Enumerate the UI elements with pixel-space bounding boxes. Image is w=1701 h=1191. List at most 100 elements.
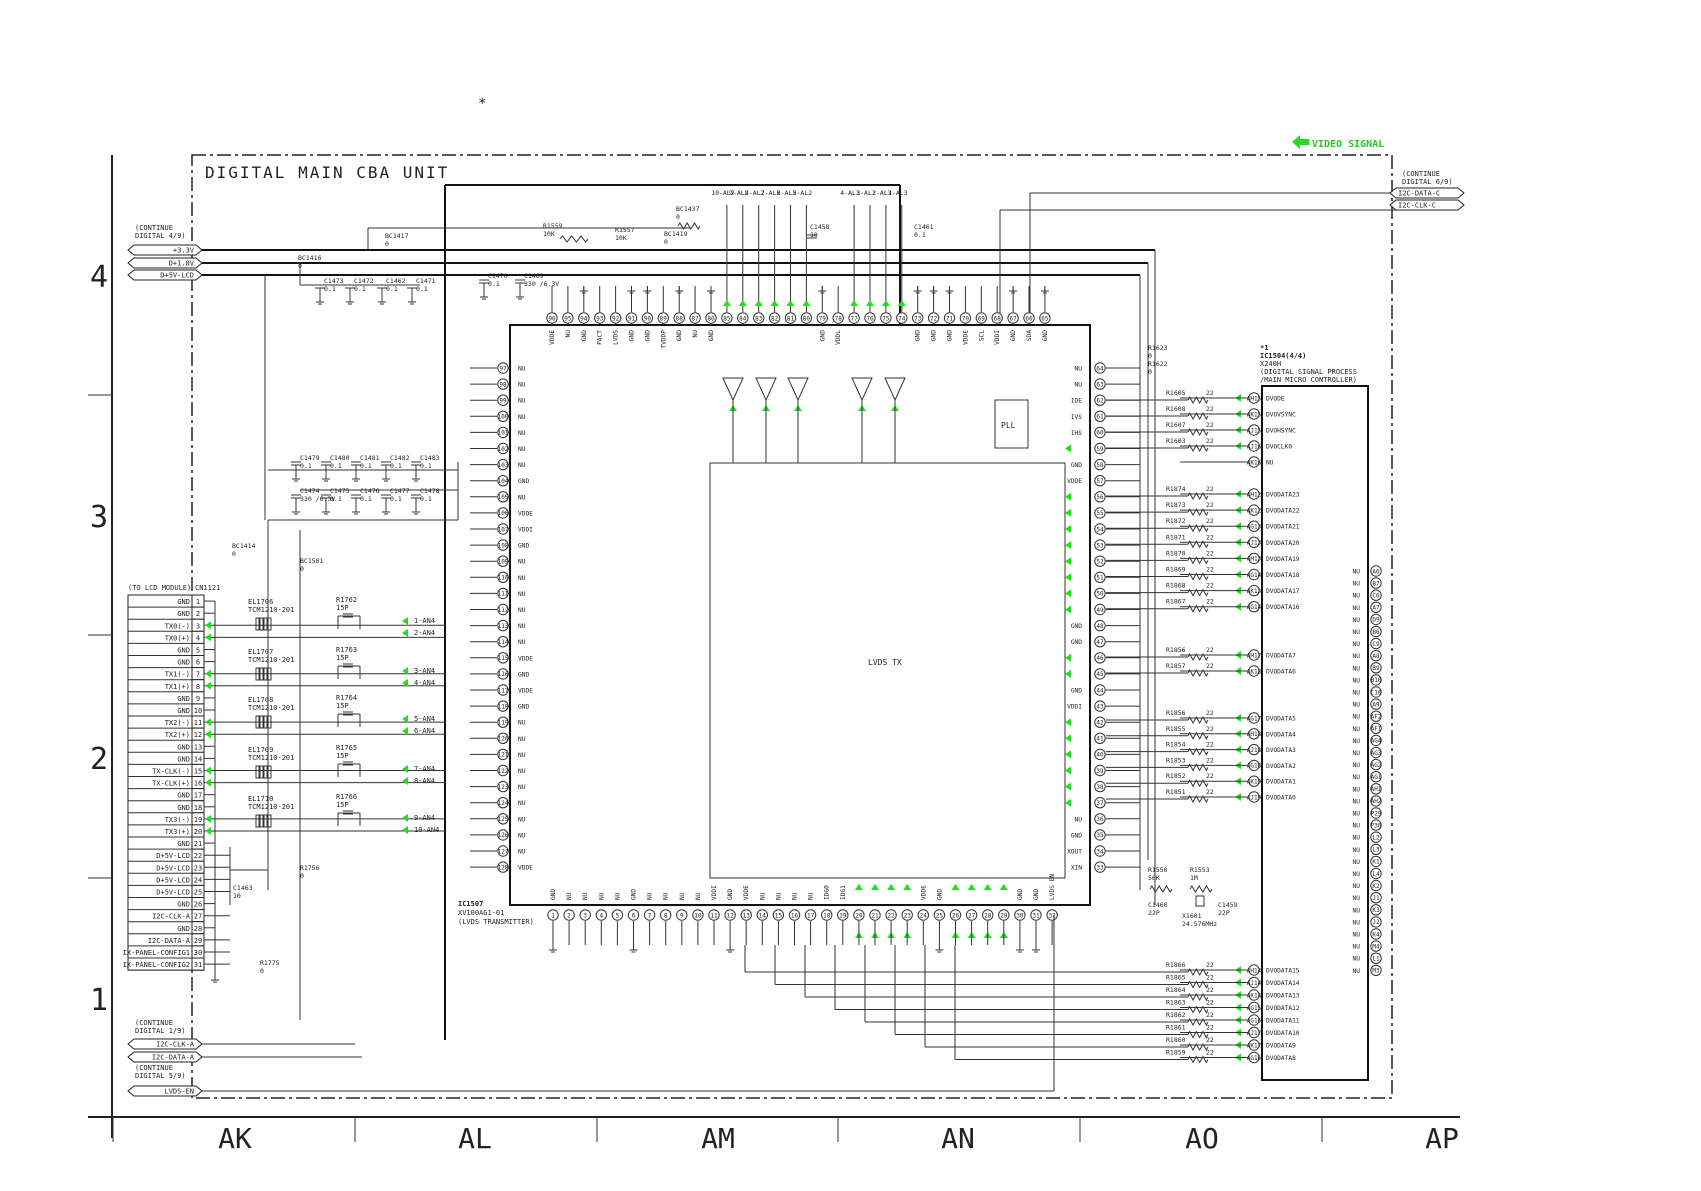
ic1507-pin-number-ring [497, 619, 509, 632]
ic1504-ball: AG1 [1371, 774, 1382, 781]
signal-arrow-icon [1065, 541, 1071, 550]
ic1504-ball-ring [1370, 710, 1382, 722]
ic1507-pin-number: 65 [1041, 315, 1049, 322]
choke-icon [267, 617, 272, 631]
ic1507-pin-number-ring [927, 312, 940, 324]
series-res-val: 22 [1206, 566, 1214, 574]
series-res-val: 22 [1206, 961, 1214, 969]
cn1121-pin-number: 18 [194, 804, 202, 812]
ic1504-pin-name: NU [1353, 932, 1361, 939]
ic1507-pin-name: VDDE [962, 330, 969, 345]
ic1507-pin-number-ring [1094, 410, 1106, 422]
ic1504-ball: C10 [1371, 689, 1382, 696]
cn1121-pin-label: GND [177, 755, 190, 763]
ic1507-pin-number: 52 [1096, 559, 1104, 566]
ic1507-pin-name: IHS [1071, 430, 1082, 437]
ic1507-pin-number-ring [1039, 312, 1051, 324]
ic1507-pin-name: GND [1033, 889, 1040, 900]
ic1504-pin-name: NU [1353, 762, 1361, 769]
ic1504-ball: P30 [1371, 822, 1382, 829]
ic1504-ball-ring [1248, 964, 1260, 976]
ic1507-pin-number-ring [641, 312, 654, 324]
cn1121-pin-label: I2C-DATA-A [148, 937, 191, 945]
resistor-icon [1187, 980, 1209, 989]
cn1121-pin-number: 30 [194, 949, 202, 957]
cn1121-pin-number: 19 [194, 816, 202, 824]
ic1507-pin-number-ring [689, 312, 701, 324]
ic1507-pin-number: 123 [498, 784, 509, 791]
series-res-val: 22 [1206, 756, 1214, 764]
ic1504-ball-ring [1370, 940, 1382, 952]
cn1121-pin-label: GND [177, 695, 190, 703]
ic1507-pin-name: VDDE [920, 885, 927, 900]
resistor-icon [1187, 747, 1209, 756]
choke-icon [259, 715, 264, 729]
ic1504-ball-ring [1248, 488, 1260, 500]
ic1507-pin-number: 23 [904, 912, 912, 919]
ic1507-pin-number: 59 [1096, 446, 1104, 453]
ic1507-pin-number-ring [737, 312, 749, 324]
ic1507-pin-number: 33 [1096, 864, 1104, 871]
ic1507-pin-number: 62 [1096, 398, 1104, 405]
ic1507-pin-name: GND [947, 330, 954, 341]
ic1504-pin-name: NU [1353, 702, 1361, 709]
ic1507-pin-name: NU [792, 892, 799, 900]
series-res-val: 22 [1206, 517, 1214, 525]
cn1121-title: (TO LCD MODULE) [128, 584, 191, 592]
signal-arrow-icon [1065, 718, 1071, 727]
ic1507-pin-number: 72 [930, 315, 938, 322]
filter-res-val: 15P [336, 702, 349, 710]
ic1507-pin-number: 61 [1096, 414, 1104, 421]
ic1507-pin-number-ring [497, 507, 509, 519]
series-res-val: 22 [1206, 549, 1214, 557]
series-res-val: 22 [1206, 1011, 1214, 1019]
ic1507-pin-name: GND [727, 889, 734, 900]
ic1504-pin-name: NU [1353, 617, 1361, 624]
lvds-out-net: 4-AL2 [840, 189, 860, 197]
ic1507-pin-name: TVDDP [660, 330, 667, 349]
ic1504-ball-ring [1370, 758, 1382, 771]
ic1507-pin-number: 122 [498, 768, 509, 775]
ic1504-ball-ring [1370, 662, 1382, 674]
ic1507-pin-number: 95 [564, 315, 572, 322]
ic1504-pin-name: DVODATA2 [1266, 763, 1296, 770]
cn1121-pin-number: 5 [196, 647, 200, 655]
resistor-icon [1187, 1005, 1209, 1014]
signal-arrow-icon [1065, 525, 1071, 533]
grid-row-1: 1 [90, 983, 108, 1018]
ic1504-ball: AH12 [1247, 491, 1262, 498]
ic1507-pin-number: 35 [1096, 832, 1104, 839]
video-signal-arrow-icon [1292, 135, 1309, 149]
passive-ref: R1557 [615, 226, 635, 234]
ic1504-pin-name: NU [1353, 581, 1361, 588]
cn1121-ref: CN1121 [195, 584, 220, 592]
choke-icon [267, 765, 272, 779]
signal-arrow-icon [1065, 766, 1071, 775]
filter-ref: EL1706 [248, 598, 273, 606]
ic1507-pin-name: NU [679, 892, 686, 900]
pll-block [994, 399, 1029, 449]
filter-net: 2-AN4 [414, 629, 435, 637]
ic1507-pin-name: GND [518, 543, 529, 550]
ic1507-pin-name: GND [518, 478, 529, 485]
signal-arrow-icon [402, 667, 408, 675]
passive-val: 0 [260, 967, 264, 975]
ic1504-pin-name: DVODATA19 [1266, 556, 1300, 563]
ic1504-ball-ring [1248, 791, 1260, 803]
ic1504-pin-name: NU [1353, 835, 1361, 842]
ic1507-pin-number: 11 [710, 912, 718, 919]
ic1504-ball: M4 [1372, 943, 1380, 950]
ic1504-ball-ring [1248, 456, 1260, 468]
ic1507-pin-number-ring [497, 700, 509, 712]
resistor-icon [1187, 395, 1209, 405]
ic1507-pin-name: GND [550, 889, 557, 900]
ic1507-pin-number: 47 [1096, 639, 1104, 646]
ic1504-ball-ring [1248, 408, 1260, 420]
series-res-val: 22 [1206, 646, 1214, 654]
cap-ref: C1479 [300, 454, 320, 462]
ic1504-desc-line1: (DIGITAL SIGNAL PROCESS [1260, 368, 1357, 376]
signal-arrow-icon [1065, 605, 1071, 614]
series-res-val: 22 [1206, 974, 1214, 982]
